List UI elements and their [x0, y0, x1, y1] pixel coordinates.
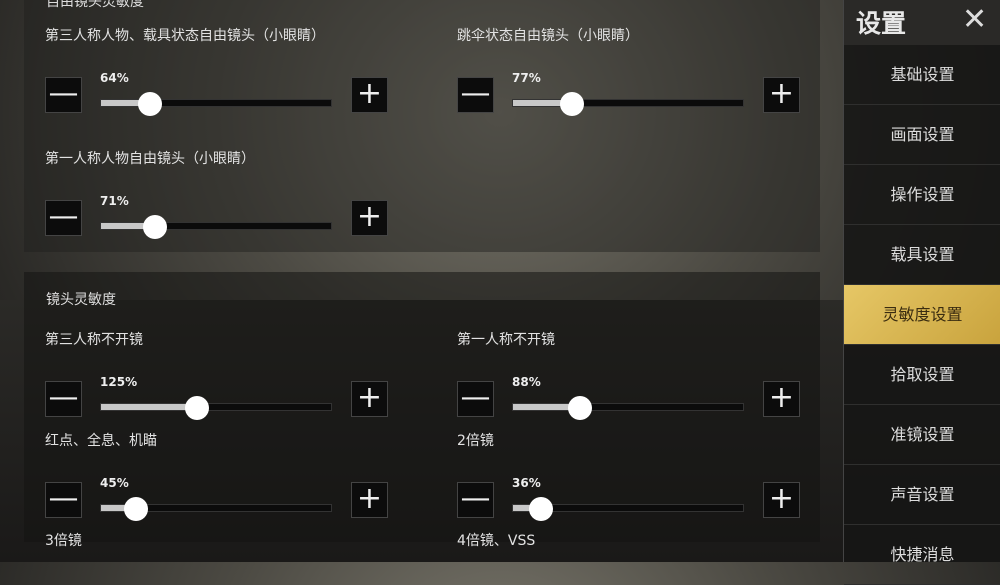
slider-value-number: 45 [100, 476, 117, 490]
settings-title: 设置 [856, 9, 907, 38]
decrease-button[interactable]: — [45, 381, 82, 417]
slider-label: 3倍镜 [45, 533, 82, 549]
slider-track[interactable] [100, 92, 332, 116]
sensitivity-slider-control: — 45% + [45, 476, 398, 521]
slider-fill [513, 505, 541, 511]
increase-button[interactable]: + [351, 200, 388, 236]
sidebar-item[interactable]: 画面设置 [844, 105, 1000, 165]
slider-track[interactable] [512, 92, 744, 116]
slider-fill [101, 223, 156, 229]
slider-value-number: 71 [100, 194, 117, 208]
slider-thumb[interactable] [138, 92, 163, 116]
slider-label: 第三人称不开镜 [45, 332, 143, 348]
sidebar-header: 设置 ✕ [844, 0, 1000, 45]
decrease-button[interactable]: — [45, 482, 82, 518]
slider-thumb[interactable] [528, 497, 553, 521]
slider-value: 64% [100, 71, 129, 85]
slider-value-number: 36 [512, 476, 529, 490]
slider-track[interactable] [100, 215, 332, 239]
free-camera-sensitivity-section: 自由镜头灵敏度 [24, 0, 820, 252]
decrease-button[interactable]: — [457, 482, 494, 518]
increase-button[interactable]: + [763, 77, 800, 113]
slider-label: 第一人称人物自由镜头（小眼睛） [45, 151, 255, 167]
slider-value-number: 88 [512, 375, 529, 389]
sidebar-item[interactable]: 拾取设置 [844, 345, 1000, 405]
slider-fill [513, 404, 581, 410]
slider-value: 88% [512, 375, 541, 389]
decrease-button[interactable]: — [457, 381, 494, 417]
slider-thumb[interactable] [560, 92, 585, 116]
slider-label: 4倍镜、VSS [457, 533, 536, 549]
slider-value-number: 77 [512, 71, 529, 85]
slider-track[interactable] [100, 396, 332, 420]
slider-fill [101, 505, 136, 511]
section-title: 自由镜头灵敏度 [46, 0, 144, 10]
slider-value-number: 125 [100, 375, 126, 389]
slider-fill [101, 404, 197, 410]
sidebar-item[interactable]: 灵敏度设置 [844, 285, 1000, 345]
sensitivity-slider-control: — 125% + [45, 375, 398, 420]
slider-thumb[interactable] [143, 215, 168, 239]
slider-thumb[interactable] [123, 497, 148, 521]
increase-button[interactable]: + [351, 381, 388, 417]
decrease-button[interactable]: — [45, 77, 82, 113]
increase-button[interactable]: + [763, 381, 800, 417]
increase-button[interactable]: + [351, 77, 388, 113]
sidebar-item[interactable]: 基础设置 [844, 45, 1000, 105]
slider-fill [513, 100, 573, 106]
slider-label: 第一人称不开镜 [457, 332, 555, 348]
settings-sidebar: 设置 ✕ 基础设置画面设置操作设置载具设置灵敏度设置拾取设置准镜设置声音设置快捷… [843, 0, 1000, 585]
sidebar-item[interactable]: 操作设置 [844, 165, 1000, 225]
slider-value: 36% [512, 476, 541, 490]
slider-track[interactable] [512, 497, 744, 521]
sidebar-item[interactable]: 快捷消息 [844, 525, 1000, 585]
sensitivity-slider-control: — 36% + [457, 476, 810, 521]
slider-value: 71% [100, 194, 129, 208]
decrease-button[interactable]: — [457, 77, 494, 113]
slider-track[interactable] [512, 396, 744, 420]
sidebar-item[interactable]: 载具设置 [844, 225, 1000, 285]
slider-value: 125% [100, 375, 138, 389]
sidebar-item[interactable]: 声音设置 [844, 465, 1000, 525]
sidebar-item[interactable]: 准镜设置 [844, 405, 1000, 465]
sensitivity-slider-control: — 77% + [457, 71, 810, 116]
slider-thumb[interactable] [184, 396, 209, 420]
section-title: 镜头灵敏度 [46, 292, 116, 308]
slider-label: 第三人称人物、载具状态自由镜头（小眼睛） [45, 28, 325, 44]
slider-value: 45% [100, 476, 129, 490]
sensitivity-slider-control: — 88% + [457, 375, 810, 420]
slider-label: 跳伞状态自由镜头（小眼睛） [457, 28, 639, 44]
slider-track[interactable] [100, 497, 332, 521]
slider-fill [101, 100, 151, 106]
slider-thumb[interactable] [568, 396, 593, 420]
slider-label: 红点、全息、机瞄 [45, 433, 157, 449]
slider-label: 2倍镜 [457, 433, 494, 449]
increase-button[interactable]: + [763, 482, 800, 518]
sensitivity-slider-control: — 64% + [45, 71, 398, 116]
slider-value-number: 64 [100, 71, 117, 85]
sensitivity-slider-control: — 71% + [45, 194, 398, 239]
close-icon[interactable]: ✕ [962, 2, 988, 37]
increase-button[interactable]: + [351, 482, 388, 518]
slider-value: 77% [512, 71, 541, 85]
decrease-button[interactable]: — [45, 200, 82, 236]
